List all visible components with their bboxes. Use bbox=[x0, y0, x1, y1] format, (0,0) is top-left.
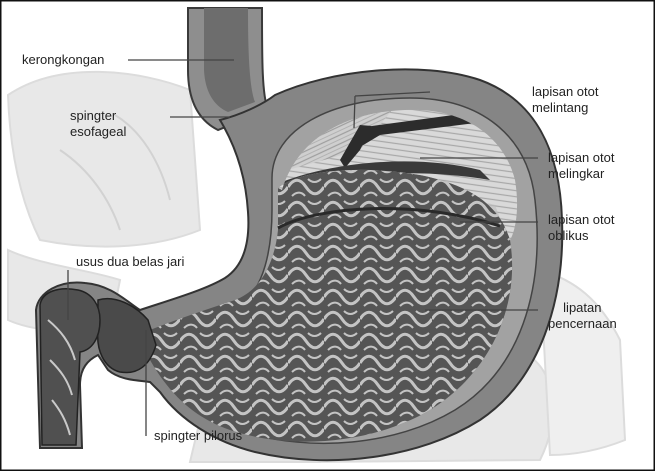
label-circular-muscle: lapisan otot melingkar bbox=[548, 150, 615, 182]
label-transverse-muscle-line1: lapisan otot bbox=[532, 84, 599, 100]
label-duodenum: usus dua belas jari bbox=[76, 254, 184, 270]
label-gastric-folds-line2: pencernaan bbox=[548, 316, 617, 332]
label-esophageal-sphincter-line1: spingter bbox=[70, 108, 126, 124]
label-circular-muscle-line1: lapisan otot bbox=[548, 150, 615, 166]
label-esophagus: kerongkongan bbox=[22, 52, 104, 68]
label-esophageal-sphincter-line2: esofageal bbox=[70, 124, 126, 140]
label-oblique-muscle: lapisan otot oblikus bbox=[548, 212, 615, 244]
label-oblique-muscle-line2: oblikus bbox=[548, 228, 615, 244]
label-transverse-muscle: lapisan otot melintang bbox=[532, 84, 599, 116]
label-circular-muscle-line2: melingkar bbox=[548, 166, 615, 182]
label-gastric-folds-line1: lipatan bbox=[548, 300, 617, 316]
label-esophageal-sphincter: spingter esofageal bbox=[70, 108, 126, 140]
label-transverse-muscle-line2: melintang bbox=[532, 100, 599, 116]
label-pyloric-sphincter-text: spingter pilorus bbox=[154, 428, 242, 444]
label-gastric-folds: lipatan pencernaan bbox=[548, 300, 617, 332]
label-duodenum-text: usus dua belas jari bbox=[76, 254, 184, 270]
label-pyloric-sphincter: spingter pilorus bbox=[154, 428, 242, 444]
label-esophagus-text: kerongkongan bbox=[22, 52, 104, 68]
label-oblique-muscle-line1: lapisan otot bbox=[548, 212, 615, 228]
